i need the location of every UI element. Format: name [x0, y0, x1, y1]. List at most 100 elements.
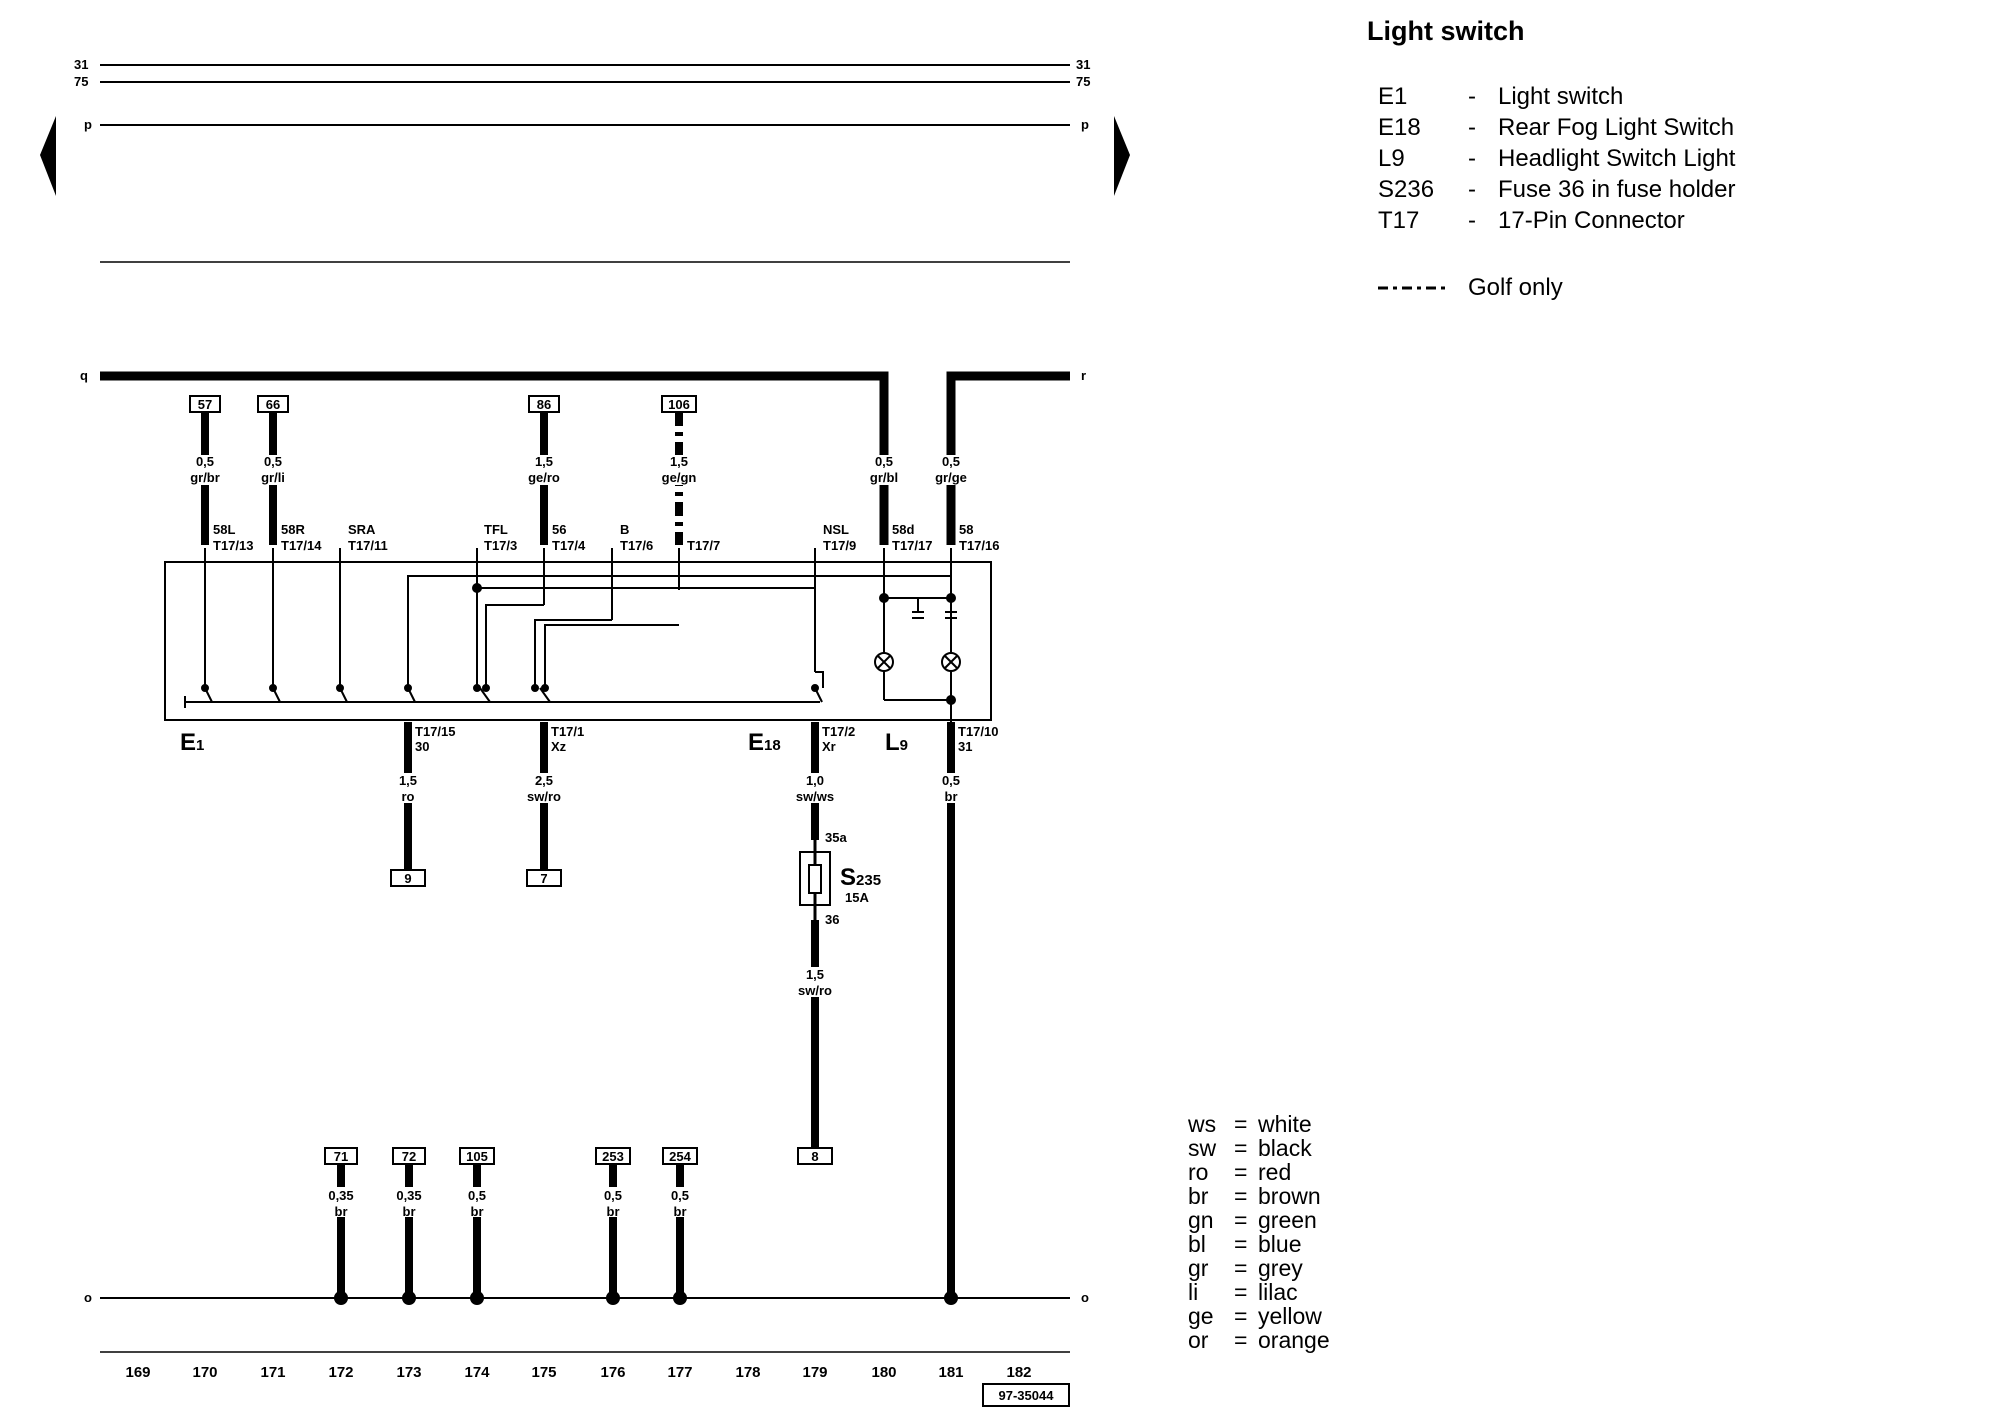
svg-text:181: 181 [938, 1364, 963, 1381]
prev-page-arrow-icon[interactable] [40, 116, 56, 196]
color-abbr: ws [1188, 1111, 1217, 1137]
svg-text:gr/bl: gr/bl [870, 470, 898, 485]
svg-text:T17/14: T17/14 [281, 538, 322, 553]
svg-text:0,5: 0,5 [942, 454, 960, 469]
svg-text:T17/9: T17/9 [823, 538, 856, 553]
svg-text:T17/13: T17/13 [213, 538, 253, 553]
svg-text:S235: S235 [840, 864, 881, 891]
svg-text:173: 173 [396, 1364, 421, 1381]
svg-text:T17/16: T17/16 [959, 538, 999, 553]
svg-text:0,35: 0,35 [396, 1188, 421, 1203]
color-name: brown [1258, 1183, 1321, 1209]
svg-text:36: 36 [825, 912, 839, 927]
legend-sep: - [1468, 83, 1476, 110]
legend-desc: 17-Pin Connector [1498, 207, 1685, 234]
color-eq: = [1234, 1111, 1248, 1137]
legend-sep: - [1468, 207, 1476, 234]
lamp-l9-right [941, 611, 961, 672]
svg-text:178: 178 [735, 1364, 760, 1381]
svg-text:1,5: 1,5 [535, 454, 553, 469]
wire-t17-17: 0,5 gr/bl 58d T17/17 [864, 454, 932, 553]
svg-text:15A: 15A [845, 890, 869, 905]
svg-text:58d: 58d [892, 522, 914, 537]
legend-code: L9 [1378, 145, 1405, 172]
svg-text:br: br [403, 1204, 416, 1219]
svg-text:0,35: 0,35 [328, 1188, 353, 1203]
color-abbr: gn [1188, 1207, 1214, 1233]
terminal-t17-6: B T17/6 [620, 522, 653, 553]
legend-desc: Fuse 36 in fuse holder [1498, 176, 1736, 203]
svg-text:106: 106 [668, 397, 690, 412]
color-name: red [1258, 1159, 1292, 1185]
svg-text:T17/11: T17/11 [348, 538, 388, 553]
color-abbr: sw [1188, 1135, 1217, 1161]
svg-text:57: 57 [198, 397, 212, 412]
fuse-s235: 35a S235 15A 36 [799, 830, 881, 927]
bus-label-p-right: p [1081, 117, 1089, 132]
svg-text:182: 182 [1006, 1364, 1031, 1381]
color-name: green [1258, 1207, 1317, 1233]
svg-text:1,5: 1,5 [670, 454, 688, 469]
bus-label-r: r [1081, 368, 1086, 383]
svg-text:7: 7 [540, 871, 547, 886]
bus-q [100, 371, 889, 545]
legend-desc: Headlight Switch Light [1498, 145, 1736, 172]
ground-wire-72: 72 0,35 br [388, 1147, 430, 1305]
color-code-legend: ws=white sw=black ro=red br=brown gn=gre… [1188, 1112, 1378, 1352]
next-page-arrow-icon[interactable] [1114, 116, 1130, 196]
svg-text:0,5: 0,5 [942, 773, 960, 788]
color-name: blue [1258, 1231, 1302, 1257]
legend-sep: - [1468, 114, 1476, 141]
svg-text:gr/li: gr/li [261, 470, 285, 485]
color-eq: = [1234, 1183, 1248, 1209]
svg-text:180: 180 [871, 1364, 896, 1381]
svg-text:gr/br: gr/br [190, 470, 220, 485]
switch-contacts [201, 583, 956, 705]
bus-label-o-left: o [84, 1290, 92, 1305]
switch-housing [164, 561, 992, 721]
wire-t17-4: 86 1,5 ge/ro 56 T17/4 [527, 395, 586, 553]
lamp-l9-left [874, 611, 924, 672]
svg-text:br: br [335, 1204, 348, 1219]
color-abbr: li [1188, 1279, 1199, 1305]
svg-text:T17/4: T17/4 [552, 538, 586, 553]
terminal-t17-9: NSL T17/9 [823, 522, 856, 553]
wire-t17-14: 66 0,5 gr/li 58R T17/14 [256, 395, 322, 553]
drawing-number-box [982, 1383, 1070, 1407]
color-abbr: ro [1188, 1159, 1209, 1185]
wire-t17-10: T17/10 31 0,5 br [931, 722, 998, 1305]
svg-text:105: 105 [466, 1149, 488, 1164]
column-numbers: 169 170 171 172 173 174 175 176 177 178 … [125, 1364, 1031, 1381]
svg-text:sw/ro: sw/ro [798, 983, 832, 998]
bus-r [946, 371, 1070, 545]
terminal-t17-3: TFL T17/3 [484, 522, 517, 553]
ground-wire-105: 105 0,5 br [459, 1147, 495, 1305]
svg-text:177: 177 [667, 1364, 692, 1381]
color-eq: = [1234, 1231, 1248, 1257]
component-e18: E18 [748, 729, 781, 756]
svg-text:31: 31 [958, 739, 972, 754]
bus-label-q: q [80, 368, 88, 383]
color-name: yellow [1258, 1303, 1322, 1329]
svg-text:170: 170 [192, 1364, 217, 1381]
svg-text:ge/gn: ge/gn [662, 470, 697, 485]
svg-text:8: 8 [811, 1149, 818, 1164]
svg-text:T17/1: T17/1 [551, 724, 584, 739]
color-eq: = [1234, 1255, 1248, 1281]
legend-sep: - [1468, 176, 1476, 203]
color-eq: = [1234, 1135, 1248, 1161]
svg-text:0,5: 0,5 [264, 454, 282, 469]
ground-wire-253: 253 0,5 br [595, 1147, 631, 1305]
component-legend: E1 - Light switch E18 - Rear Fog Light S… [1378, 84, 1818, 234]
svg-text:174: 174 [464, 1364, 490, 1381]
svg-text:Xz: Xz [551, 739, 567, 754]
color-abbr: gr [1188, 1255, 1209, 1281]
svg-text:T17/6: T17/6 [620, 538, 653, 553]
svg-text:sw/ro: sw/ro [527, 789, 561, 804]
color-abbr: or [1188, 1327, 1209, 1353]
color-eq: = [1234, 1303, 1248, 1329]
bus-label-p-left: p [84, 117, 92, 132]
svg-text:sw/ws: sw/ws [796, 789, 834, 804]
color-name: orange [1258, 1327, 1330, 1353]
color-eq: = [1234, 1327, 1248, 1353]
